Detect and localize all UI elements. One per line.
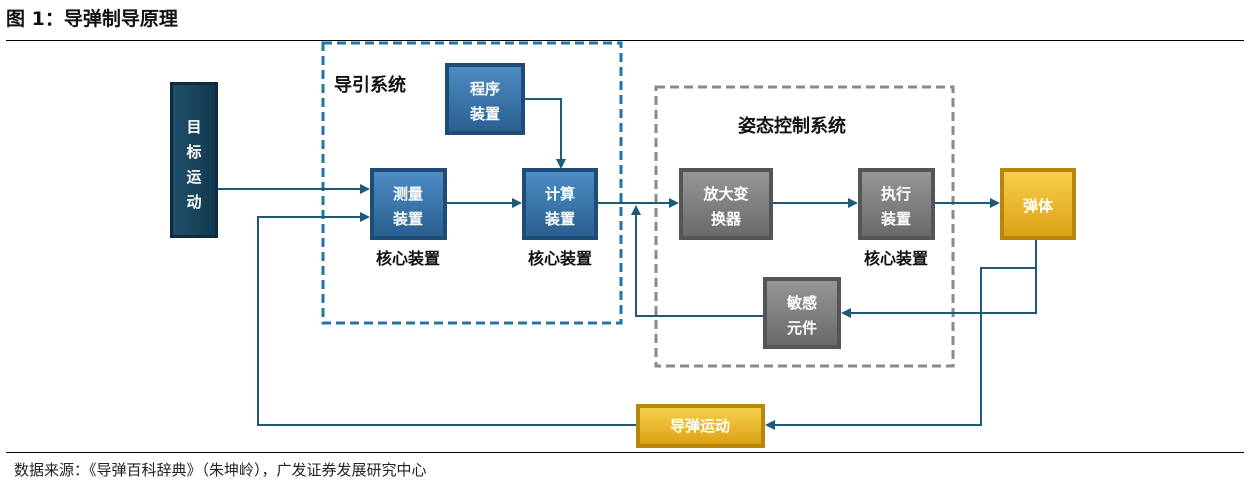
bottom-rule <box>6 452 1244 453</box>
program-device-line-1: 程序 <box>470 80 500 98</box>
actuator-core-label: 核心装置 <box>864 249 928 268</box>
measurement-core-label: 核心装置 <box>376 249 440 268</box>
target-motion-text-3: 运 <box>186 168 201 186</box>
sensor-line-1: 敏感 <box>786 294 817 312</box>
guidance-system-frame <box>321 41 623 325</box>
target-motion-text-1: 目 <box>186 118 201 136</box>
target-motion-box: 目 标 运 动 <box>170 82 218 238</box>
guidance-system-label: 导引系统 <box>334 74 406 96</box>
program-device-box: 程序 装置 <box>445 63 525 135</box>
amplifier-line-2: 换器 <box>711 210 742 228</box>
arrow-body-to-missile-motion <box>765 240 1037 430</box>
actuator-box: 执行 装置 <box>858 168 935 240</box>
source-note: 数据来源：《导弹百科辞典》（朱坤岭），广发证券发展研究中心 <box>14 461 427 479</box>
measurement-device-box: 测量 装置 <box>370 168 447 240</box>
measurement-device-line-2: 装置 <box>392 210 423 228</box>
computing-core-label: 核心装置 <box>528 249 592 268</box>
missile-body-text: 弹体 <box>1023 197 1054 215</box>
missile-motion-text: 导弹运动 <box>670 417 730 435</box>
missile-body-box: 弹体 <box>1000 168 1076 240</box>
arrow-missile-motion-to-measure <box>257 212 636 426</box>
arrow-sensor-to-summing <box>631 205 763 317</box>
computing-device-line-1: 计算 <box>545 185 575 203</box>
sensor-line-2: 元件 <box>787 319 817 337</box>
figure-title: 图 1：导弹制导原理 <box>6 8 178 30</box>
measurement-device-line-1: 测量 <box>393 185 423 203</box>
amplifier-converter-box: 放大变 换器 <box>679 168 773 240</box>
arrow-program-to-compute <box>525 98 566 169</box>
top-rule <box>6 40 1244 41</box>
actuator-line-1: 执行 <box>881 185 911 203</box>
target-motion-text-4: 动 <box>186 193 201 211</box>
attitude-control-frame <box>654 85 955 368</box>
sensor-element-box: 敏感 元件 <box>763 277 841 349</box>
actuator-line-2: 装置 <box>880 210 911 228</box>
target-motion-text-2: 标 <box>185 143 201 161</box>
computing-device-box: 计算 装置 <box>522 168 598 240</box>
attitude-control-label: 姿态控制系统 <box>738 115 846 137</box>
computing-device-line-2: 装置 <box>544 210 575 228</box>
program-device-line-2: 装置 <box>469 105 500 123</box>
missile-motion-box: 导弹运动 <box>636 404 765 448</box>
amplifier-line-1: 放大变 <box>702 185 748 203</box>
